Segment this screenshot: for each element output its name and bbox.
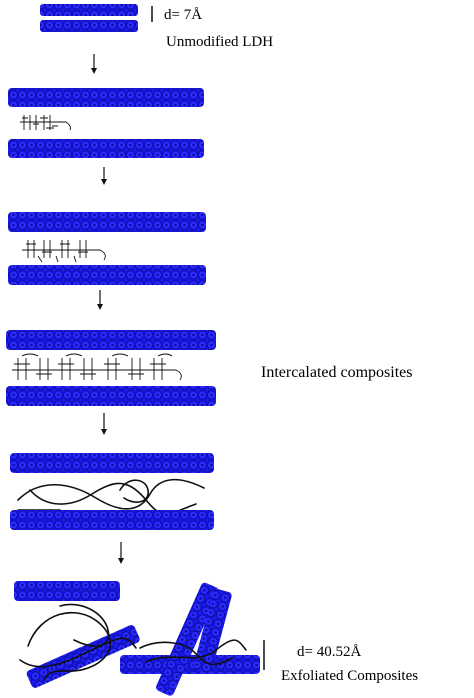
- ldh-layer: [40, 4, 138, 16]
- ldh-layer: [40, 20, 138, 32]
- arrow-5: [118, 542, 124, 564]
- arrow-1: [91, 54, 97, 74]
- ldh-layer: [8, 139, 204, 158]
- ldh-layer: [6, 330, 216, 350]
- ldh-layer: [8, 265, 206, 285]
- ldh-layer: [6, 386, 216, 406]
- ldh-layer: [120, 655, 260, 674]
- monomer-chain: [20, 115, 71, 131]
- ldh-layer: [193, 589, 232, 674]
- stage-expanded: [10, 453, 214, 530]
- stage-intercalation-2: [8, 212, 206, 285]
- polymer-chains: [17, 478, 205, 515]
- ldh-layer: [156, 582, 219, 696]
- label-unmodified-ldh: Unmodified LDH: [166, 34, 274, 50]
- label-exfoliated-composites: Exfoliated Composites: [281, 668, 419, 684]
- ldh-layer: [8, 212, 206, 232]
- polymer-chains: [12, 353, 182, 381]
- arrow-4: [101, 413, 107, 435]
- ldh-layer: [10, 510, 214, 530]
- arrow-3: [97, 290, 103, 310]
- ldh-layer: [10, 453, 214, 473]
- polymer-chains: [19, 603, 247, 681]
- stage-exfoliated: [14, 581, 265, 696]
- ldh-layer: [14, 581, 120, 601]
- label-d-unmodified: d= 7Å: [164, 7, 203, 23]
- monomer-chain: [22, 240, 106, 263]
- stage-intercalated: [6, 330, 216, 406]
- arrow-2: [101, 167, 107, 185]
- label-intercalated-composites: Intercalated composites: [261, 364, 413, 381]
- label-d-exfoliated: d= 40.52Å: [297, 644, 362, 660]
- stage-unmodified: [40, 4, 153, 32]
- ldh-layer: [8, 88, 204, 107]
- stage-intercalation-1: [8, 88, 204, 158]
